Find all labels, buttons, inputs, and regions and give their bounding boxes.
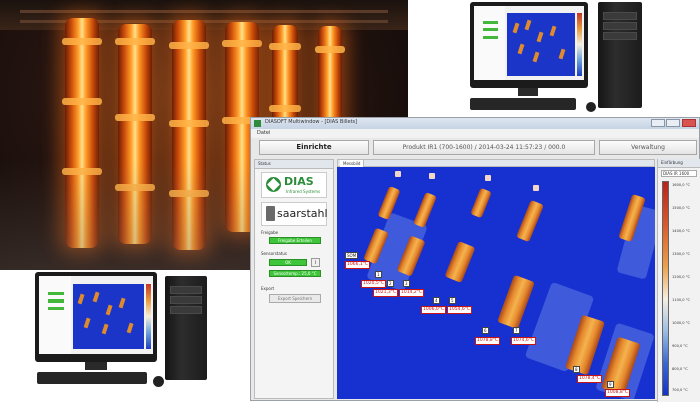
measurement-name: 6 [482, 327, 489, 334]
billet-hotspot [470, 187, 492, 219]
measurement-name: 4 [433, 297, 440, 304]
measurement-name: 2 [387, 280, 394, 287]
palette-select[interactable]: DIAS IR 1600 [661, 170, 697, 177]
monitor [470, 2, 588, 88]
menu-datei[interactable]: Datei [257, 130, 271, 136]
dias-logo-text: DIAS [284, 175, 314, 188]
freigabe-button[interactable]: Freigabe Erteilen [269, 237, 321, 244]
sensor-info-button[interactable]: i [311, 258, 320, 267]
measurement-value[interactable]: 1074,6°C [511, 337, 537, 345]
measurement-name: 9 [607, 381, 614, 388]
sensor-status-label: Sensorstatus [261, 251, 288, 256]
glowing-billet [115, 24, 155, 244]
measurement-value[interactable]: 1078,4°C [577, 375, 603, 383]
measurement-value[interactable]: 1006,0°C [421, 306, 447, 314]
measurement-name: 8 [573, 366, 580, 373]
sensor-temp-indicator: Sensortemp.: 25,0 °C [269, 270, 321, 277]
monitor-stand [518, 88, 538, 96]
verwaltung-button[interactable]: Verwaltung [599, 140, 697, 155]
measurement-name: 1 [375, 271, 382, 278]
diasoft-window: DIASOFT Multiwindow - [DIAS Billets] Dat… [250, 117, 700, 402]
menu-bar: Datei [251, 129, 699, 138]
billet-hotspot [444, 241, 476, 283]
billet-hotspot [413, 191, 437, 229]
saarstahl-logo-icon [266, 206, 275, 221]
measurement-value[interactable]: 1021,3°C [373, 289, 399, 297]
measurement-name: 3 [403, 280, 410, 287]
monitor [35, 272, 157, 362]
keyboard [37, 372, 147, 384]
scale-tick: 1000,0 °C [672, 321, 691, 325]
scale-tick: 1200,0 °C [672, 275, 691, 279]
scale-tick: 1600,0 °C [672, 183, 691, 187]
measurement-value[interactable]: 1008,8°C [605, 389, 631, 397]
scale-tick: 1500,0 °C [672, 206, 691, 210]
status-panel: Status DIAS Infrared Systems saarstahl F… [254, 159, 334, 399]
measurement-name: SOM [345, 252, 359, 259]
close-button[interactable] [682, 119, 696, 127]
hood-line [20, 20, 388, 23]
measurement-value[interactable]: 1054,6°C [447, 306, 473, 314]
measurement-name: 7 [513, 327, 520, 334]
app-icon [254, 120, 261, 127]
einrichten-button[interactable]: Einrichte [259, 140, 369, 155]
sensor-ok-button[interactable]: OK [269, 259, 307, 266]
saarstahl-logo: saarstahl [261, 202, 328, 226]
title-bar: DIASOFT Multiwindow - [DIAS Billets] [251, 118, 699, 129]
monitor-screen [474, 6, 584, 80]
maximize-button[interactable] [666, 119, 680, 127]
export-button[interactable]: Export Speichern [269, 294, 321, 303]
status-panel-title: Status [255, 160, 333, 169]
billet-hotspot [516, 199, 544, 243]
monitor-stand [85, 362, 107, 370]
color-scale-panel: Einfärbung DIAS IR 1600 1600,0 °C 1500,0… [657, 159, 700, 402]
scale-tick: 700,0 °C [672, 388, 688, 392]
pc-tower [598, 2, 642, 108]
dias-logo-icon [266, 177, 281, 192]
minimize-button[interactable] [651, 119, 665, 127]
measurement-value[interactable]: 1078,8°C [475, 337, 501, 345]
hood-line [20, 10, 388, 13]
glowing-billet [169, 20, 209, 250]
measurement-name: 5 [449, 297, 456, 304]
measurement-value[interactable]: 1066,1°C [345, 261, 371, 269]
billet-hotspot [497, 274, 535, 330]
measurement-value[interactable]: 1020,5°C [361, 280, 387, 288]
dias-logo: DIAS Infrared Systems [261, 172, 327, 198]
tab-messbild[interactable]: Messbild [340, 160, 365, 167]
monitor-screen [39, 276, 153, 354]
scale-tick: 1100,0 °C [672, 298, 691, 302]
scale-tick: 1400,0 °C [672, 229, 691, 233]
keyboard [470, 98, 576, 110]
measurement-value[interactable]: 1014,2°C [399, 289, 425, 297]
product-button[interactable]: Produkt IR1 (700-1600) / 2014-03-24 11:5… [373, 140, 595, 155]
window-title: DIASOFT Multiwindow - [DIAS Billets] [265, 119, 358, 125]
scale-tick: 800,0 °C [672, 367, 688, 371]
saarstahl-logo-text: saarstahl [277, 207, 328, 220]
export-label: Export [261, 286, 275, 291]
freigabe-label: Freigabe [261, 230, 279, 235]
workstation-bottom [35, 272, 210, 390]
view-tab-bar: Messbild [337, 159, 655, 167]
scale-tick: 1300,0 °C [672, 252, 691, 256]
mouse [586, 102, 596, 112]
mouse [153, 376, 164, 387]
glowing-billet [62, 18, 102, 248]
dias-logo-subtitle: Infrared Systems [286, 189, 321, 194]
scale-tick: 900,0 °C [672, 344, 688, 348]
color-scale-title: Einfärbung [658, 159, 700, 168]
thermal-image: SOM 1066,1°C 1 1020,5°C 2 1021,3°C 3 101… [337, 167, 655, 399]
workstation-top [462, 2, 647, 117]
pc-tower [165, 276, 207, 380]
temperature-color-scale [662, 181, 669, 396]
